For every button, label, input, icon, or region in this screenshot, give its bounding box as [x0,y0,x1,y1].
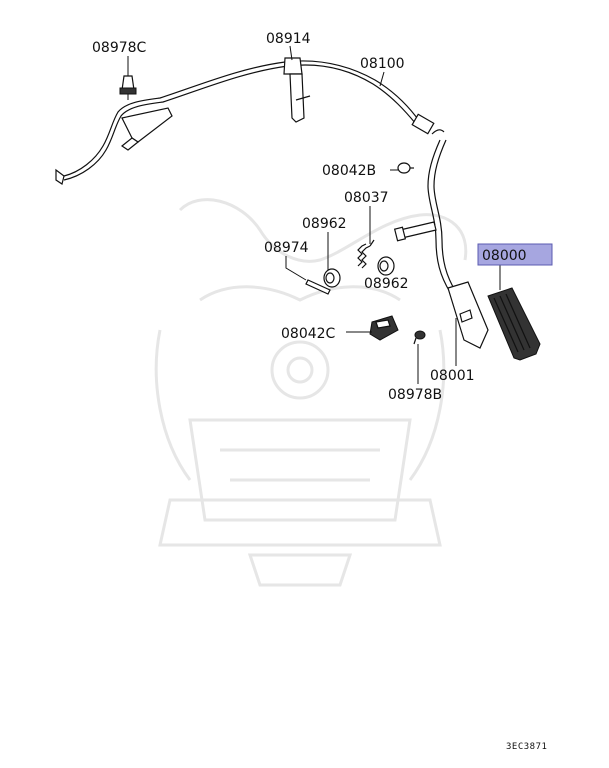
diagram-code: 3EC3871 [506,742,547,752]
label-08001[interactable]: 08001 [430,368,475,384]
label-08914[interactable]: 08914 [266,31,311,47]
stopper-08042c [369,315,399,341]
throttle-cable [55,60,445,185]
label-08978c[interactable]: 08978C [92,40,147,56]
label-08037[interactable]: 08037 [344,190,389,206]
watermark-logo [154,198,468,587]
clip-08978b [413,330,426,345]
pedal-arm-08001 [427,139,489,349]
label-08974[interactable]: 08974 [264,240,309,256]
label-08962-lower[interactable]: 08962 [364,276,409,292]
pedal-pad-08000 [487,287,541,361]
cable-bracket [120,107,173,151]
bushing-08962-left [323,268,341,288]
label-08042c[interactable]: 08042C [281,326,336,342]
label-08000[interactable]: 08000 [482,248,527,264]
stopper-08042b [397,162,414,174]
bolt-08974 [305,279,331,295]
return-spring-08037 [357,239,375,269]
label-08978b[interactable]: 08978B [388,387,442,403]
clip-08978c [119,75,137,100]
leader-lines [127,45,501,384]
label-08042b[interactable]: 08042B [322,163,376,179]
clamp-08914 [283,57,311,123]
label-08962-upper[interactable]: 08962 [302,216,347,232]
pivot-shaft [393,221,437,242]
label-08100[interactable]: 08100 [360,56,405,72]
bushing-08962-right [377,256,395,276]
highlight-08000 [477,243,553,266]
